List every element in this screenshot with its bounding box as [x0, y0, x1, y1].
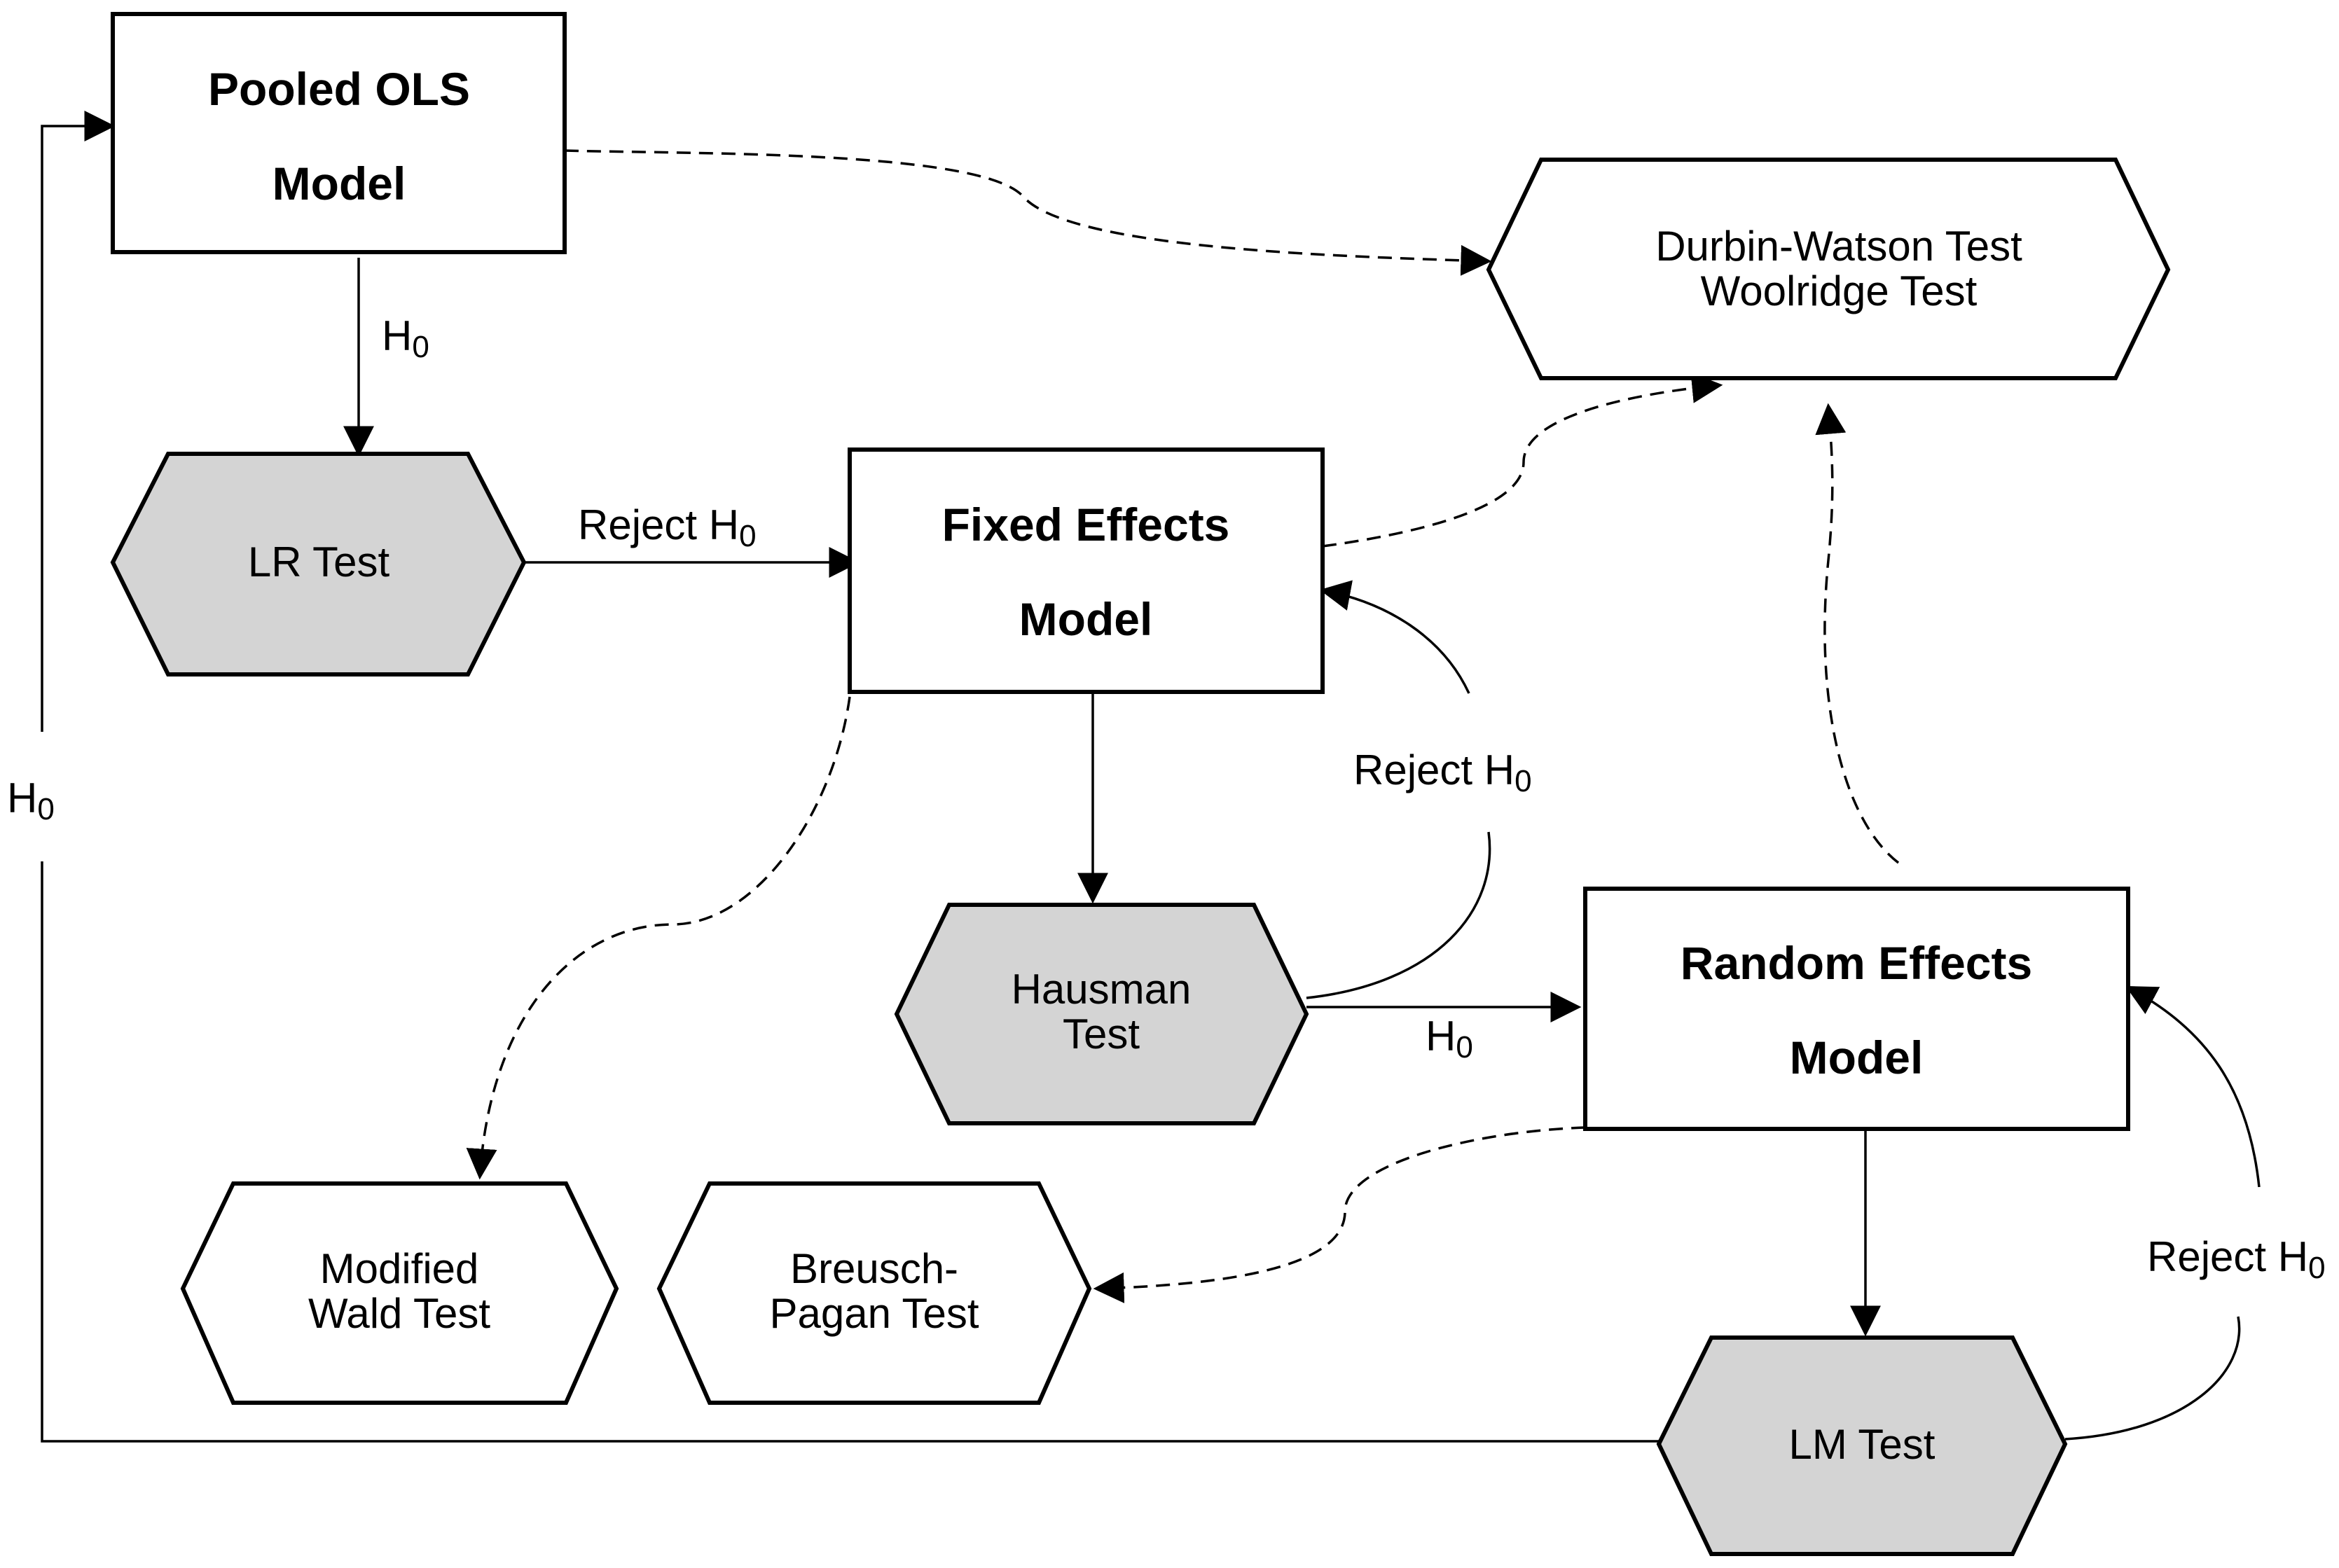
hausman-test-line2: Test	[1063, 1011, 1140, 1057]
lr-test-hexagon: LR Test	[110, 452, 527, 677]
label-ols-to-lr: H0	[382, 312, 429, 364]
dashed-re-to-dw	[1815, 403, 1900, 864]
lm-test-label: LM Test	[1789, 1421, 1936, 1468]
dashed-fe-to-dw	[1322, 372, 1723, 548]
dw-wooldridge-hexagon: Durbin-Watson Test Woolridge Test	[1486, 158, 2171, 380]
modified-wald-line1: Modified	[320, 1245, 479, 1292]
modified-wald-hexagon: Modified Wald Test	[180, 1181, 619, 1405]
random-effects-model-box: Random Effects Model	[1583, 887, 2130, 1131]
label-hausman-to-fe: Reject H0	[1353, 747, 1532, 798]
dashed-re-to-breusch	[1093, 1126, 1586, 1303]
edge-lm-to-ols-bottom	[41, 861, 1659, 1443]
fixed-effects-model-box: Fixed Effects Model	[848, 447, 1325, 694]
lm-test-hexagon: LM Test	[1656, 1335, 2068, 1556]
wooldridge-test-label: Woolridge Test	[1701, 268, 1978, 314]
pooled-ols-line2: Model	[272, 158, 406, 209]
dw-test-label: Durbin-Watson Test	[1655, 223, 2022, 270]
label-lm-to-re: Reject H0	[2147, 1233, 2326, 1285]
hausman-test-line1: Hausman	[1012, 966, 1192, 1013]
label-hausman-to-re: H0	[1426, 1013, 1473, 1064]
breusch-pagan-line1: Breusch-	[790, 1245, 958, 1292]
random-effects-line2: Model	[1790, 1032, 1924, 1083]
hausman-test-hexagon: Hausman Test	[894, 903, 1309, 1125]
label-lm-to-ols: H0	[7, 775, 55, 826]
fixed-effects-line1: Fixed Effects	[942, 499, 1230, 550]
label-lr-to-fe: Reject H0	[578, 501, 757, 553]
fixed-effects-line2: Model	[1019, 593, 1153, 645]
pooled-ols-model-box: Pooled OLS Model	[111, 12, 567, 254]
dashed-ols-to-dw	[564, 149, 1492, 276]
modified-wald-line2: Wald Test	[308, 1290, 490, 1337]
edge-hausman-to-fe-upper	[1319, 580, 1470, 694]
dashed-fe-to-wald	[466, 696, 851, 1180]
edge-lm-to-re-lower	[2064, 1316, 2241, 1441]
edge-hausman-to-fe-lower	[1306, 831, 1491, 999]
lr-test-label: LR Test	[248, 539, 390, 585]
breusch-pagan-line2: Pagan Test	[769, 1290, 979, 1337]
edge-lm-to-re-upper	[2125, 985, 2261, 1188]
random-effects-line1: Random Effects	[1681, 937, 2032, 989]
edge-lm-to-ols-top	[41, 111, 116, 732]
pooled-ols-line1: Pooled OLS	[208, 63, 470, 115]
breusch-pagan-hexagon: Breusch- Pagan Test	[656, 1181, 1092, 1405]
